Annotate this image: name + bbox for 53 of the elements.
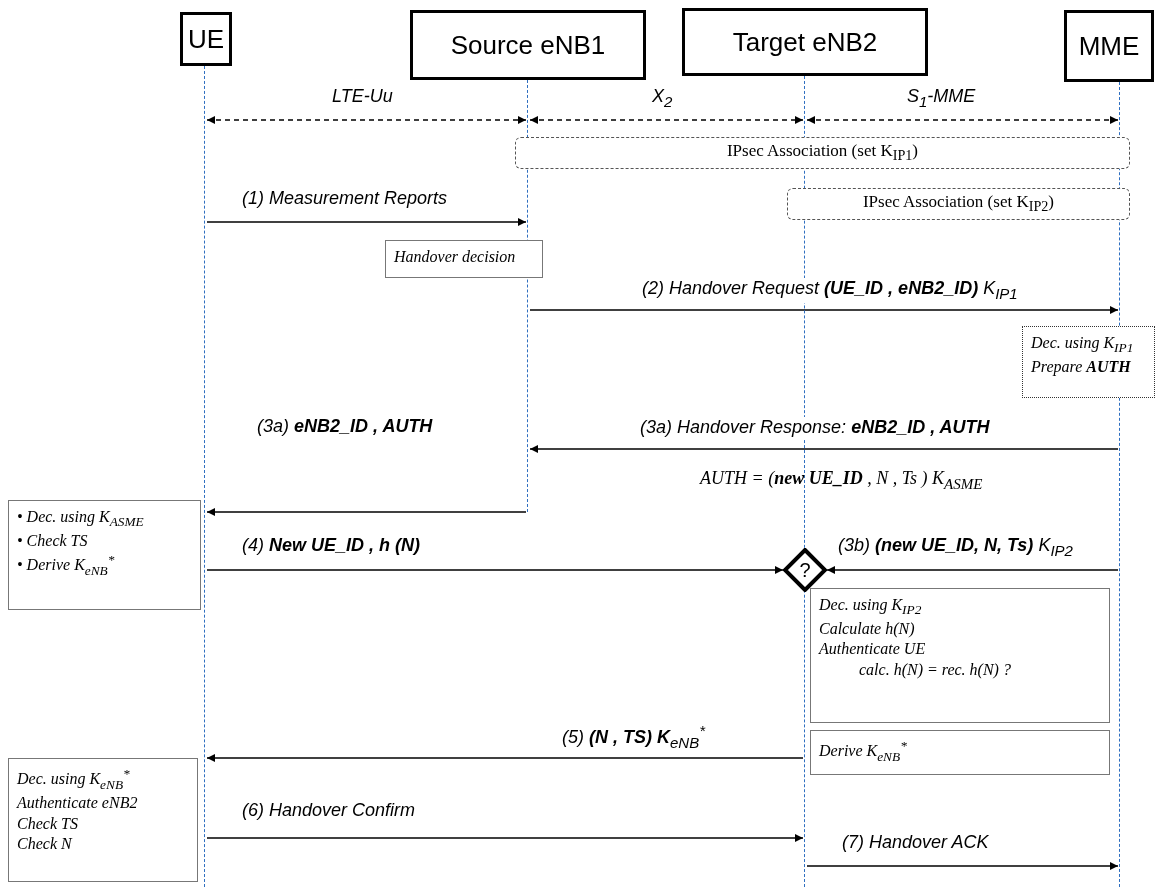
- interface-arrow: [806, 116, 1119, 124]
- note-box: [1022, 326, 1155, 398]
- participant-name: Target eNB2: [732, 26, 878, 58]
- participant-name: UE: [187, 23, 225, 55]
- participant-box: [1064, 10, 1154, 82]
- note-box: [810, 730, 1110, 775]
- participant-box: [410, 10, 646, 80]
- interface-arrow: [529, 116, 804, 124]
- message-arrow: [529, 445, 1119, 453]
- message-arrow: [529, 306, 1119, 314]
- note-text: Dec. using K$_{IP1}$: [1031, 333, 1135, 357]
- note-box: [810, 588, 1110, 723]
- edge-label: (3a) eNB2_ID , AUTH: [255, 416, 435, 438]
- lifeline: [204, 66, 208, 887]
- participant-name: Source eNB1: [450, 29, 606, 61]
- edge-label: (7) Handover ACK: [840, 832, 991, 854]
- note-text: Authenticate UE: [819, 639, 927, 660]
- note-text: calc. h(N) = rec. h(N) ?: [858, 660, 1012, 681]
- edge-label: (2) Handover Request (UE_ID , eNB2_ID) K$_{IP1}$: [640, 278, 1020, 303]
- note-text: Check TS: [17, 813, 79, 834]
- edge-label: (3a) Handover Response: eNB2_ID , AUTH: [638, 417, 992, 439]
- note-text: IPsec Association (set K$_{IP2}$): [862, 192, 1055, 216]
- note-text: Authenticate eNB2: [17, 792, 139, 813]
- note-text: Prepare AUTH: [1031, 356, 1132, 378]
- note-box: [8, 500, 201, 610]
- edge-label: (1) Measurement Reports: [240, 188, 450, 210]
- decision-mark: ?: [799, 558, 811, 582]
- note-text: • Check TS: [17, 530, 89, 551]
- participant-name: MME: [1078, 30, 1140, 62]
- note-text: Calculate h(N): [819, 618, 916, 640]
- participant-box: [682, 8, 928, 76]
- note-text: Dec. using K$_{IP2}$: [819, 595, 923, 619]
- message-arrow: [206, 754, 804, 762]
- formula-text: AUTH = (new UE_ID , N , Ts ) K$_{ASME}$: [700, 468, 983, 493]
- ipsec-association-box: [787, 188, 1130, 220]
- ipsec-association-box: [515, 137, 1130, 169]
- note-box: [8, 758, 198, 882]
- message-arrow: [206, 508, 527, 516]
- note-text: Handover decision: [394, 247, 517, 267]
- note-text: Check N: [17, 834, 74, 855]
- note-box: [385, 240, 543, 278]
- message-arrow: [826, 566, 1119, 574]
- decision-diamond: [783, 548, 827, 592]
- note-text: IPsec Association (set K$_{IP1}$): [726, 141, 919, 165]
- note-text: • Dec. using K$_{ASME}$: [17, 507, 145, 531]
- message-arrow: [206, 834, 804, 842]
- interface-arrow: [206, 116, 527, 124]
- edge-label: (6) Handover Confirm: [240, 800, 418, 822]
- participant-box: [180, 12, 232, 66]
- edge-label: (4) New UE_ID , h (N): [240, 535, 422, 557]
- message-arrow: [206, 218, 527, 226]
- message-arrow: [206, 566, 784, 574]
- message-arrow: [806, 862, 1119, 870]
